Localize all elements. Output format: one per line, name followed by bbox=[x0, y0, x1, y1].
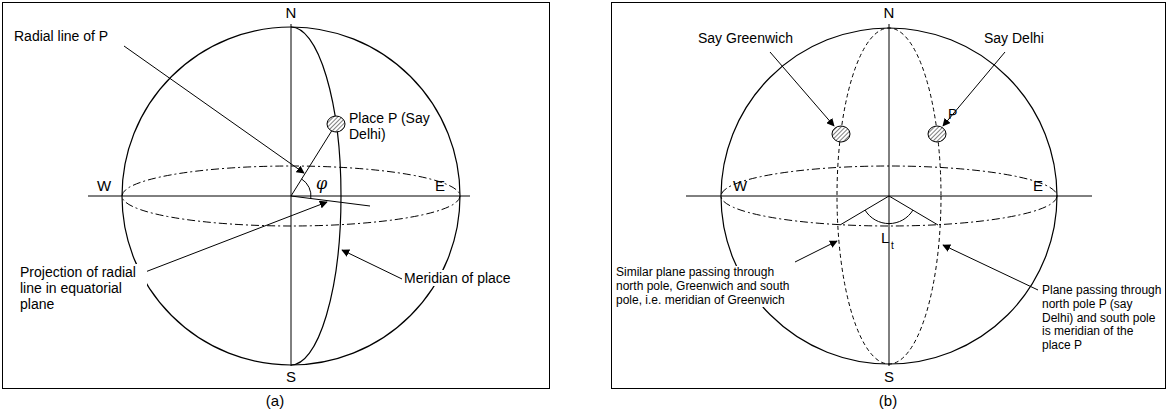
meridian-curve bbox=[291, 27, 341, 365]
axis-label: E bbox=[435, 177, 445, 194]
axis-label: S bbox=[286, 368, 296, 385]
angle-arc bbox=[302, 179, 311, 199]
leader-arrow bbox=[943, 245, 1038, 290]
leader-arrow bbox=[124, 46, 304, 173]
projection-line bbox=[291, 196, 370, 206]
east-west-axis bbox=[88, 196, 470, 197]
callout-label: Say Delhi bbox=[984, 30, 1044, 46]
leader-arrow bbox=[770, 52, 834, 126]
angle-subscript: t bbox=[891, 240, 894, 252]
equator bbox=[122, 166, 460, 226]
callout-label: Say Greenwich bbox=[698, 30, 793, 46]
callout-label: Radial line of P bbox=[14, 28, 108, 44]
axis-label: N bbox=[286, 4, 297, 21]
panel-frame bbox=[612, 3, 1166, 389]
panel-caption: (b) bbox=[879, 392, 897, 409]
leader-arrow bbox=[140, 202, 327, 274]
callout-label: Meridian of place bbox=[402, 270, 513, 286]
axis-label: E bbox=[1033, 177, 1043, 194]
angle-arc bbox=[865, 210, 913, 224]
place-marker bbox=[327, 116, 345, 132]
leader-arrow bbox=[342, 250, 402, 279]
panel-frame bbox=[3, 3, 550, 389]
angle-symbol: L bbox=[881, 229, 889, 246]
equator bbox=[721, 166, 1057, 226]
axis-label: S bbox=[884, 368, 894, 385]
plane-line bbox=[840, 196, 889, 225]
axis-label: W bbox=[97, 177, 111, 194]
plane-line bbox=[889, 196, 938, 225]
radial-line bbox=[291, 124, 336, 196]
place-marker bbox=[928, 126, 946, 142]
callout-label: Similar plane passing through north pole… bbox=[614, 266, 806, 307]
callout-label: Plane passing through north pole P (say … bbox=[1040, 284, 1164, 353]
leader-arrow bbox=[795, 241, 837, 262]
place-marker bbox=[832, 126, 850, 142]
axis-label: W bbox=[733, 177, 747, 194]
axis-label: N bbox=[884, 4, 895, 21]
meridian-curve bbox=[837, 28, 941, 364]
polar-axis bbox=[889, 24, 890, 366]
angle-symbol: φ bbox=[316, 175, 327, 193]
place-label: Place P (Say Delhi) bbox=[349, 110, 431, 142]
callout-label: Projection of radial line in equatorial … bbox=[18, 264, 147, 312]
leader-arrow bbox=[943, 52, 1005, 126]
panel-caption: (a) bbox=[266, 392, 284, 409]
point-label: P bbox=[948, 106, 957, 122]
